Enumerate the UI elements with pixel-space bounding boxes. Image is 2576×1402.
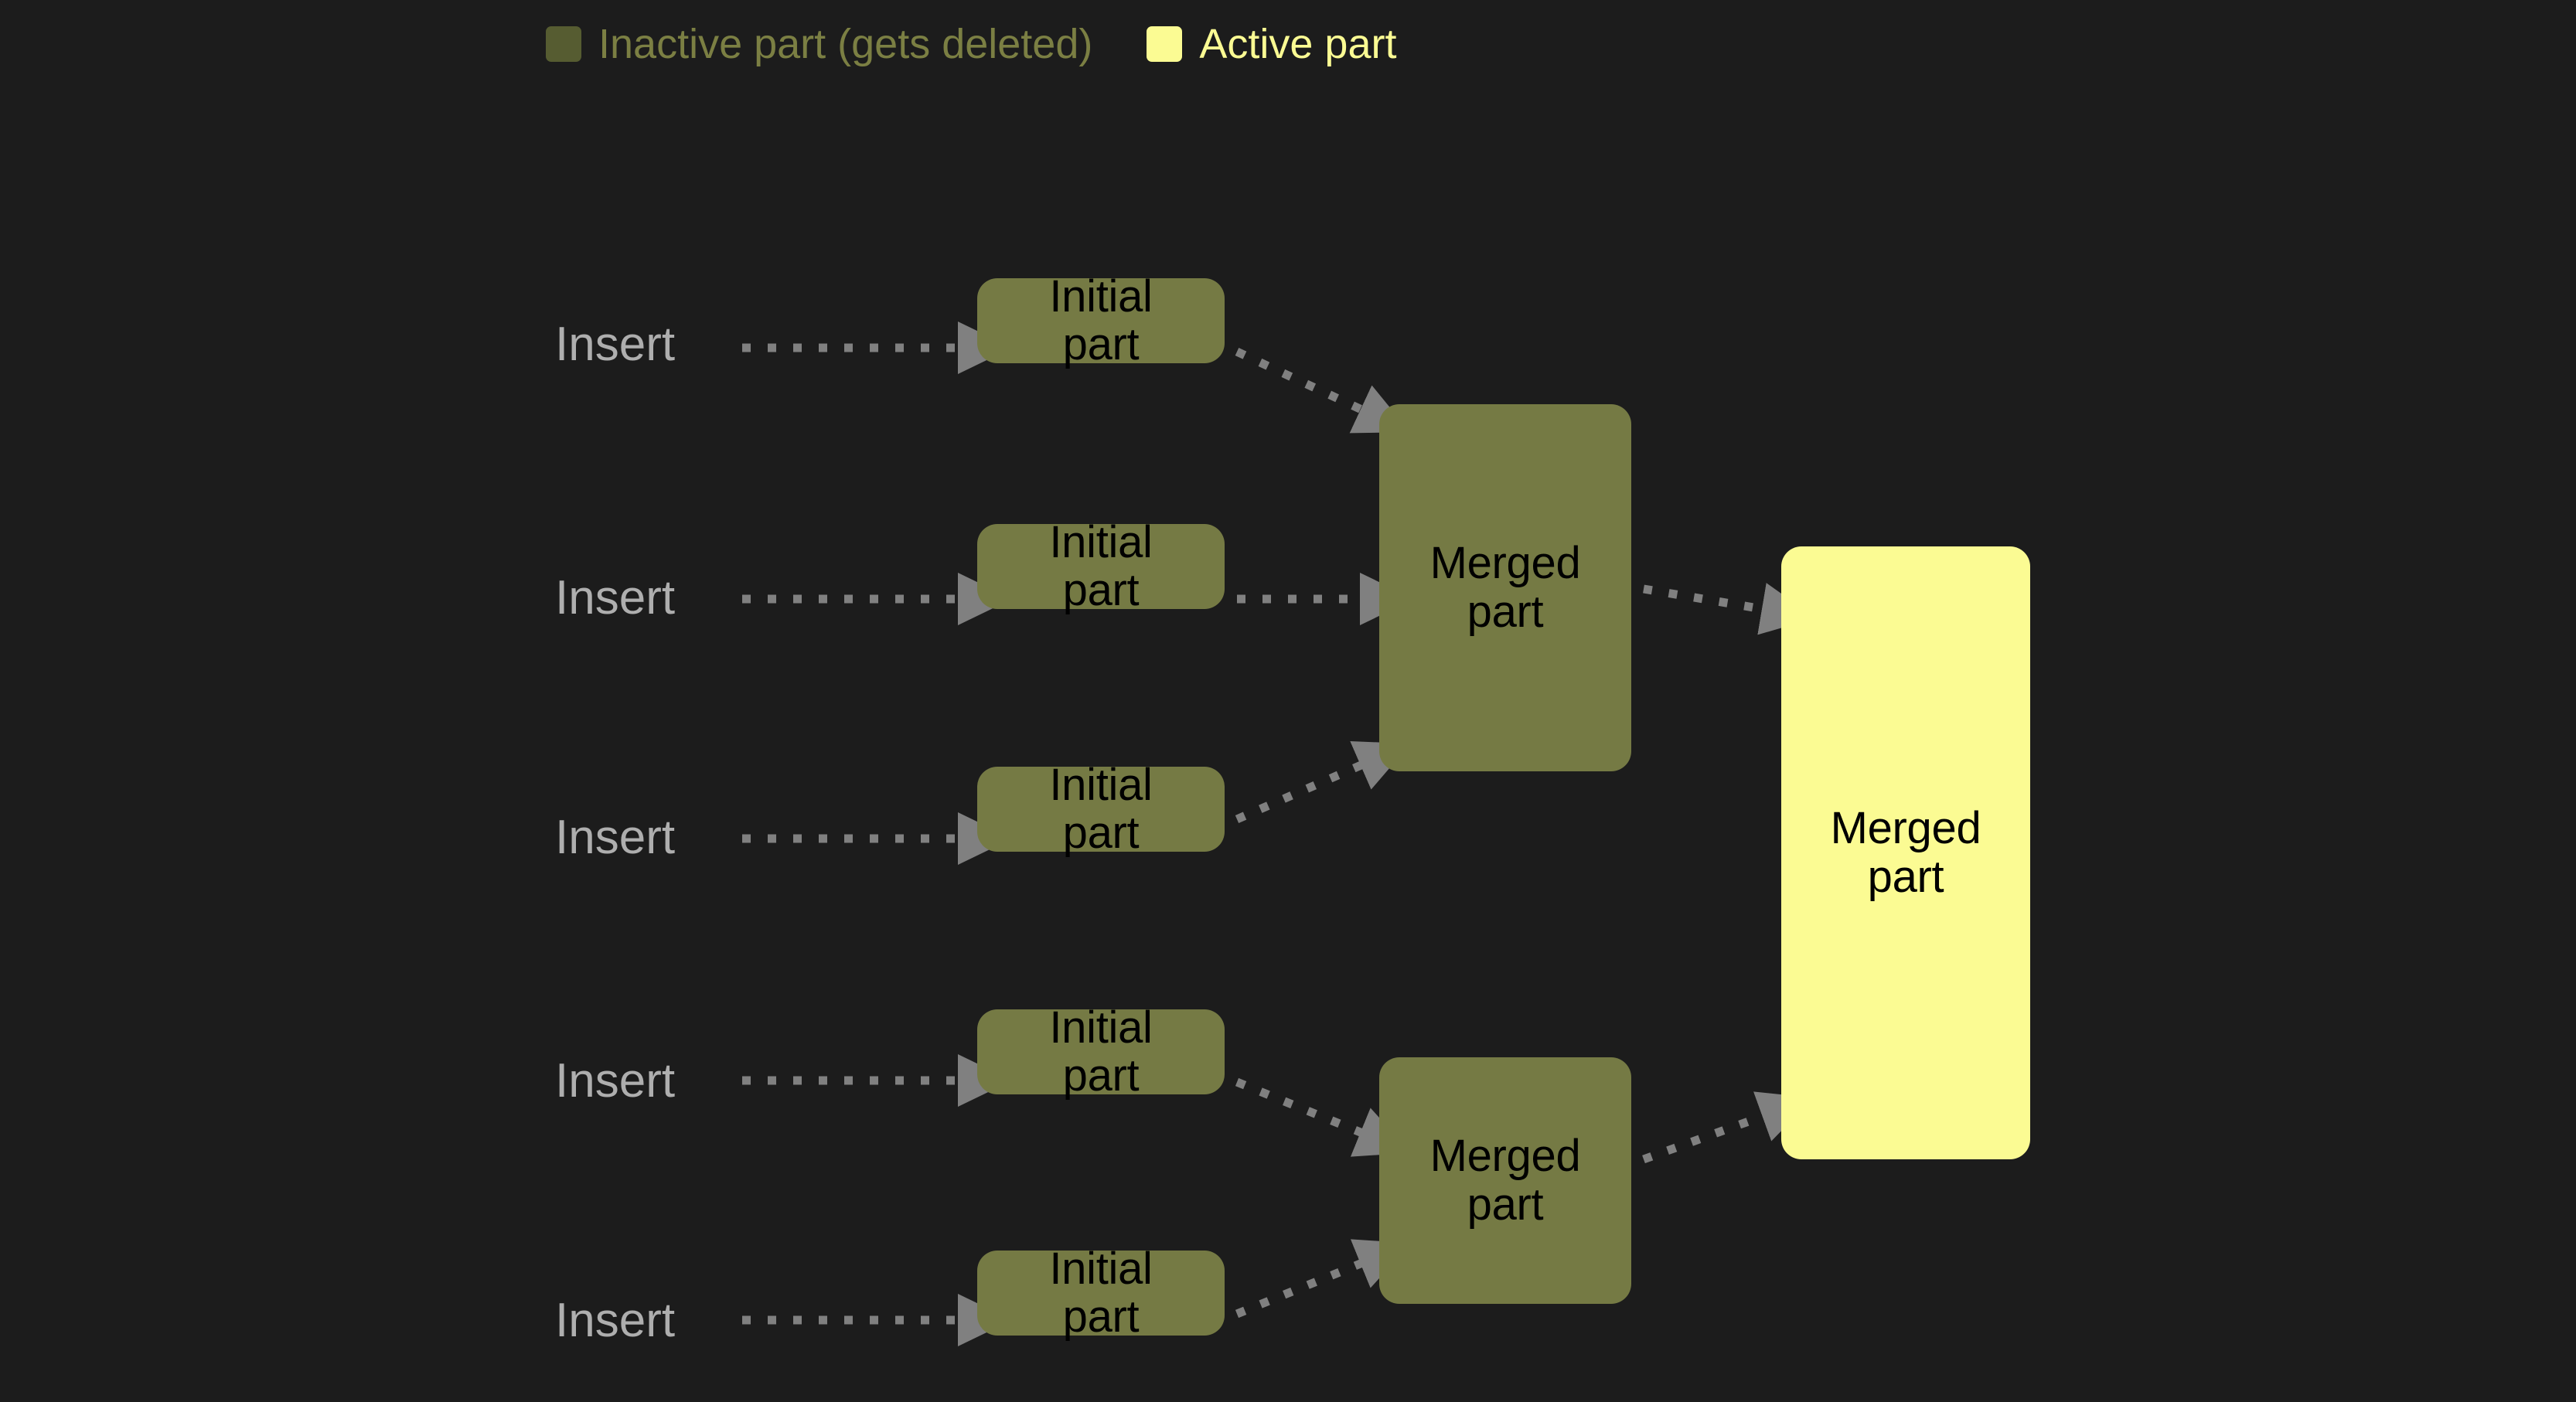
insert-label-3: Insert: [555, 811, 676, 864]
legend-label-active: Active part: [1199, 21, 1397, 67]
arrow-initial-to-merged-5: [1235, 1239, 1411, 1319]
initial-part-box-2[interactable]: Initial part: [977, 518, 1225, 614]
legend-swatch-inactive-icon: [546, 26, 581, 62]
initial-part-box-4[interactable]: Initial part: [977, 1003, 1225, 1100]
initial-part-box-1[interactable]: Initial part: [977, 272, 1225, 369]
legend-entry-inactive: Inactive part (gets deleted): [546, 23, 1092, 65]
merged-part-box-1[interactable]: Merged part: [1379, 404, 1631, 771]
arrow-initial-to-merged-1: [1235, 348, 1410, 434]
legend-label-inactive: Inactive part (gets deleted): [598, 21, 1093, 67]
initial-part-box-3[interactable]: Initial part: [977, 761, 1225, 857]
arrow-initial-to-merged-3: [1235, 741, 1411, 824]
insert-label-5: Insert: [555, 1294, 676, 1347]
insert-label-2: Insert: [555, 571, 676, 624]
insert-label-4: Insert: [555, 1054, 676, 1108]
merged-part-box-2[interactable]: Merged part: [1379, 1057, 1631, 1304]
legend-entry-active: Active part: [1147, 23, 1396, 65]
arrow-merged-to-final-2: [1642, 1091, 1814, 1164]
legend-swatch-active-icon: [1147, 26, 1183, 62]
insert-label-1: Insert: [555, 318, 676, 371]
arrow-merged-to-final-1: [1643, 583, 1816, 635]
active-merged-part-box[interactable]: Merged part: [1781, 546, 2030, 1159]
initial-part-box-5[interactable]: Initial part: [977, 1244, 1225, 1341]
arrow-initial-to-merged-4: [1235, 1077, 1411, 1157]
legend: Inactive part (gets deleted) Active part: [546, 23, 1396, 65]
